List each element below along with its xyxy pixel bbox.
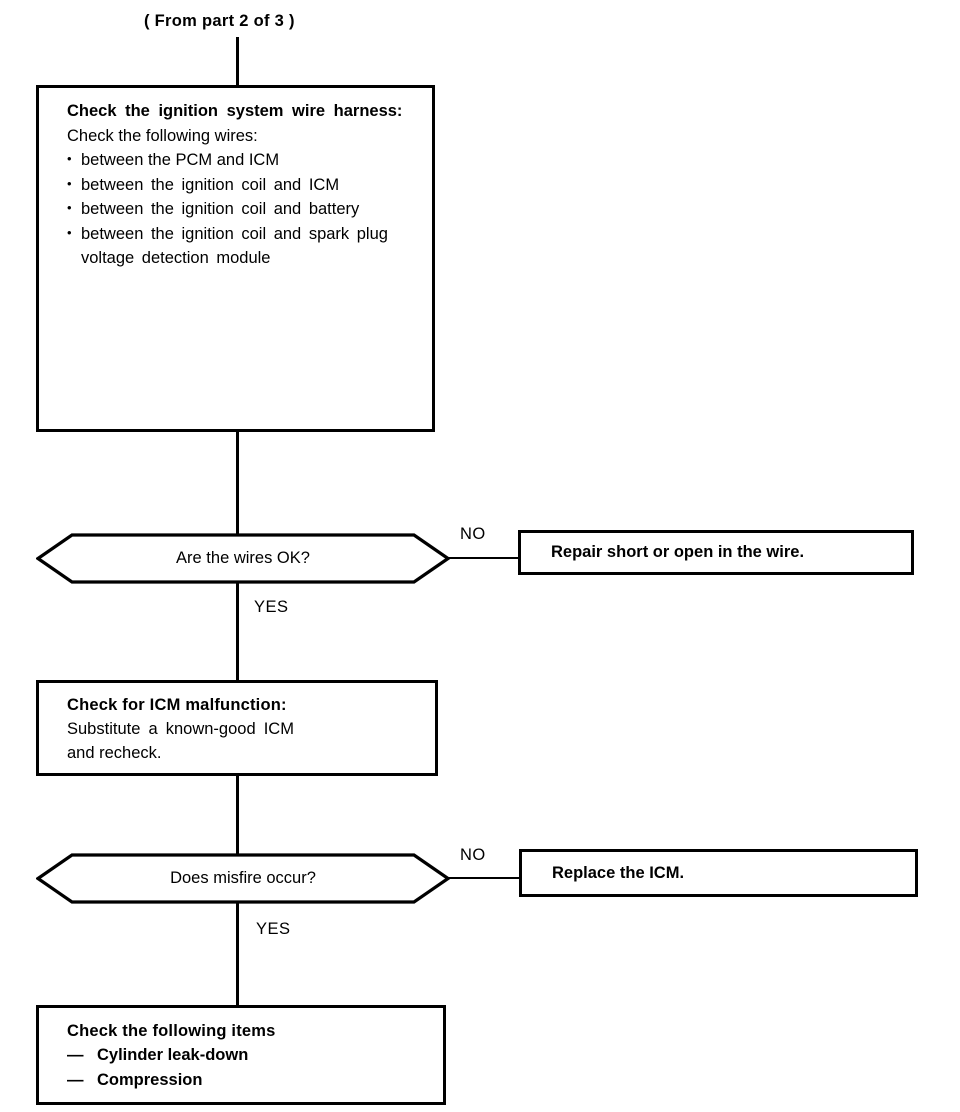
connector-check-icm-to-decision-misfire	[236, 775, 239, 855]
node-check-items: Check the following items Cylinder leak-…	[36, 1005, 446, 1105]
decision-misfire-label: Does misfire occur?	[170, 869, 316, 887]
check-items-list: Cylinder leak-down Compression	[67, 1043, 427, 1093]
connector-harness-to-decision-wires	[236, 431, 239, 535]
connector-decision-wires-yes	[236, 583, 239, 682]
check-icm-heading: Check for ICM malfunction:	[67, 696, 287, 714]
node-decision-wires: Are the wires OK?	[36, 533, 450, 584]
connector-header-to-harness	[236, 37, 239, 85]
list-item: Compression	[67, 1068, 427, 1093]
label-yes-misfire: YES	[256, 920, 291, 938]
check-items-heading: Check the following items	[67, 1022, 276, 1040]
node-replace-icm: Replace the ICM.	[519, 849, 918, 897]
from-part-note: ( From part 2 of 3 )	[144, 12, 295, 30]
connector-decision-misfire-yes	[236, 902, 239, 1006]
list-item: between the PCM and ICM	[67, 147, 416, 173]
check-icm-body-line-2: and recheck.	[67, 744, 162, 762]
connector-decision-misfire-no	[448, 877, 522, 879]
list-item: between the ignition coil and spark plug…	[67, 221, 416, 271]
check-harness-subheading: Check the following wires:	[67, 127, 258, 145]
node-decision-misfire: Does misfire occur?	[36, 853, 450, 904]
label-no-misfire: NO	[460, 846, 486, 864]
list-item: between the ignition coil and ICM	[67, 172, 416, 198]
repair-wire-label: Repair short or open in the wire.	[551, 543, 805, 562]
node-check-harness: Check the ignition system wire harness: …	[36, 85, 435, 432]
replace-icm-label: Replace the ICM.	[552, 863, 685, 882]
list-item: between the ignition coil and battery	[67, 196, 416, 222]
check-harness-heading: Check the ignition system wire harness:	[67, 102, 403, 120]
node-check-icm: Check for ICM malfunction: Substitute a …	[36, 680, 438, 776]
decision-wires-label: Are the wires OK?	[176, 549, 310, 567]
node-repair-wire: Repair short or open in the wire.	[518, 530, 914, 575]
label-no-wires: NO	[460, 525, 486, 543]
list-item: Cylinder leak-down	[67, 1043, 427, 1068]
check-harness-wire-list: between the PCM and ICM between the igni…	[67, 147, 416, 271]
connector-decision-wires-no	[448, 557, 520, 559]
label-yes-wires: YES	[254, 598, 289, 616]
check-icm-body-line-1: Substitute a known-good ICM	[67, 720, 294, 738]
